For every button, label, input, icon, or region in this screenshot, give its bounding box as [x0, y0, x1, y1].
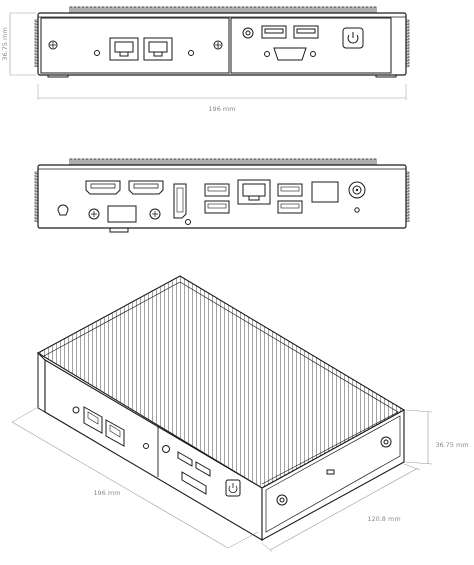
- usb-port-icon: [195, 461, 211, 477]
- iso-depth-label: 120.8 mm: [367, 515, 400, 523]
- indicator-icon: [326, 469, 335, 475]
- screw-icon: [48, 40, 58, 50]
- screw-icon: [188, 50, 194, 56]
- usb-port-icon: [261, 25, 287, 39]
- iso-depth-dimension: 120.8 mm: [261, 463, 421, 553]
- iso-width-dimension: 196 mm: [11, 405, 259, 549]
- displayport-icon: [173, 183, 187, 219]
- ethernet-port-icon: [83, 406, 103, 434]
- front-width-dimension: 196 mm: [37, 84, 407, 113]
- isometric-view: 196 mm 120.8 mm 36.75 mm: [11, 275, 469, 553]
- power-button-icon: [342, 27, 364, 49]
- usb-port-icon: [177, 451, 193, 467]
- usb-port-icon: [204, 183, 230, 197]
- side-fins: [34, 171, 410, 222]
- screw-icon: [72, 406, 80, 414]
- serial-port-icon: [181, 471, 207, 495]
- rear-view: [34, 158, 410, 233]
- rear-enclosure: [37, 164, 407, 229]
- power-led-icon: [162, 445, 170, 453]
- heatsink-fins-top: [69, 158, 377, 166]
- screw-icon: [276, 494, 288, 506]
- blank-cover: [107, 205, 137, 223]
- antenna-mount-icon: [57, 204, 69, 216]
- side-fins: [34, 19, 410, 67]
- usb-port-icon: [277, 200, 303, 214]
- screw-icon: [143, 443, 149, 449]
- screw-icon: [380, 436, 392, 448]
- usb-port-icon: [204, 200, 230, 214]
- power-button-icon: [225, 479, 241, 497]
- heatsink-fins-top: [69, 6, 377, 14]
- ethernet-port-icon: [105, 419, 125, 447]
- front-width-label: 196 mm: [208, 105, 235, 113]
- iso-height-label: 36.75 mm: [435, 441, 468, 449]
- ethernet-port-icon: [143, 37, 173, 61]
- screw-icon: [185, 219, 191, 225]
- usb-port-icon: [277, 183, 303, 197]
- hdmi-port-icon: [85, 180, 121, 195]
- front-height-label: 36.75 mm: [1, 27, 9, 60]
- usb-port-icon: [293, 25, 319, 39]
- iso-height-dimension: 36.75 mm: [405, 409, 469, 465]
- front-view: 36.75 mm 196 mm: [1, 6, 410, 113]
- iso-width-label: 196 mm: [93, 489, 120, 497]
- power-led-icon: [242, 27, 254, 39]
- ethernet-port-icon: [109, 37, 139, 61]
- end-face: [261, 409, 405, 541]
- screw-icon: [88, 208, 100, 220]
- hdmi-port-icon: [128, 180, 164, 195]
- reset-icon: [354, 207, 360, 213]
- screw-icon: [94, 50, 100, 56]
- screw-icon: [213, 40, 223, 50]
- screw-icon: [149, 208, 161, 220]
- dc-jack-icon: [348, 181, 366, 199]
- blank-cover: [311, 181, 339, 203]
- front-height-dimension: 36.75 mm: [1, 12, 36, 76]
- serial-port-icon: [264, 47, 316, 61]
- ethernet-port-icon: [237, 179, 271, 205]
